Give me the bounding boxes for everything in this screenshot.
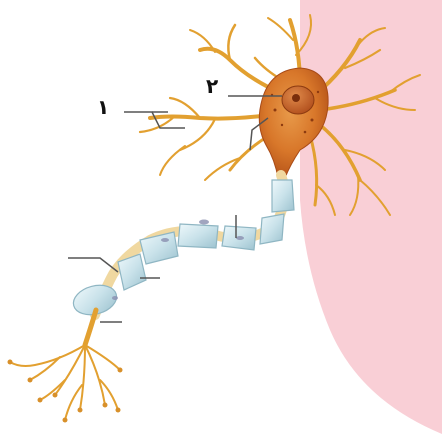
label-two: ٢ [206,76,218,96]
axon-terminals [10,345,120,420]
leader-line-1 [124,112,185,128]
pink-panel [300,0,442,434]
terminal-bulbs [8,360,123,423]
label-one: ١ [97,97,109,117]
